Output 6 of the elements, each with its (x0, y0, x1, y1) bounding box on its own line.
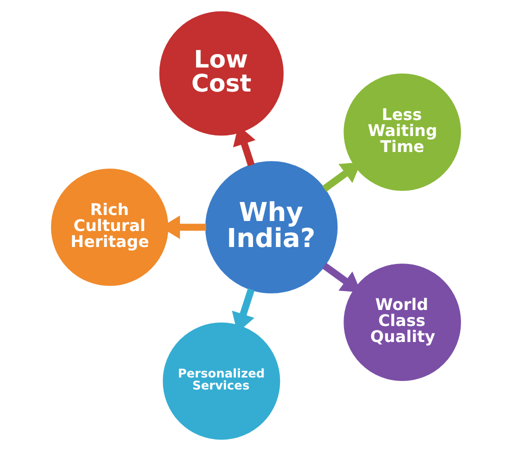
node-circle: Why India? (205, 161, 338, 294)
node-circle: Less Waiting Time (344, 74, 461, 191)
node-circle: Low Cost (159, 11, 284, 136)
node-circle: Rich Cultural Heritage (51, 168, 168, 286)
node-circle: Personalized Services (162, 322, 280, 440)
node-circle: World Class Quality (344, 264, 461, 381)
